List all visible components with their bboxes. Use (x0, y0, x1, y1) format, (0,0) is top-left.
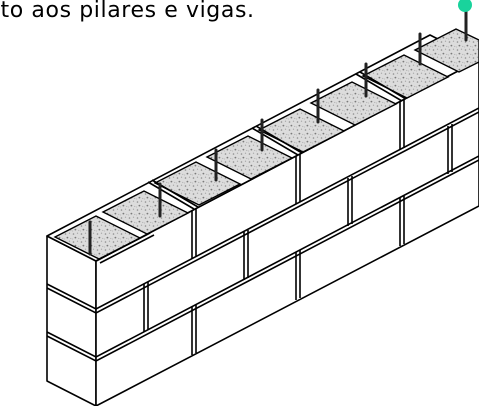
status-dot (458, 0, 472, 12)
top-block-joints (95, 71, 407, 264)
wall-end-face (46, 235, 97, 406)
rebar-bars (88, 8, 468, 256)
head-joints (143, 100, 453, 355)
caption-text: nto aos pilares e vigas. (0, 0, 255, 23)
